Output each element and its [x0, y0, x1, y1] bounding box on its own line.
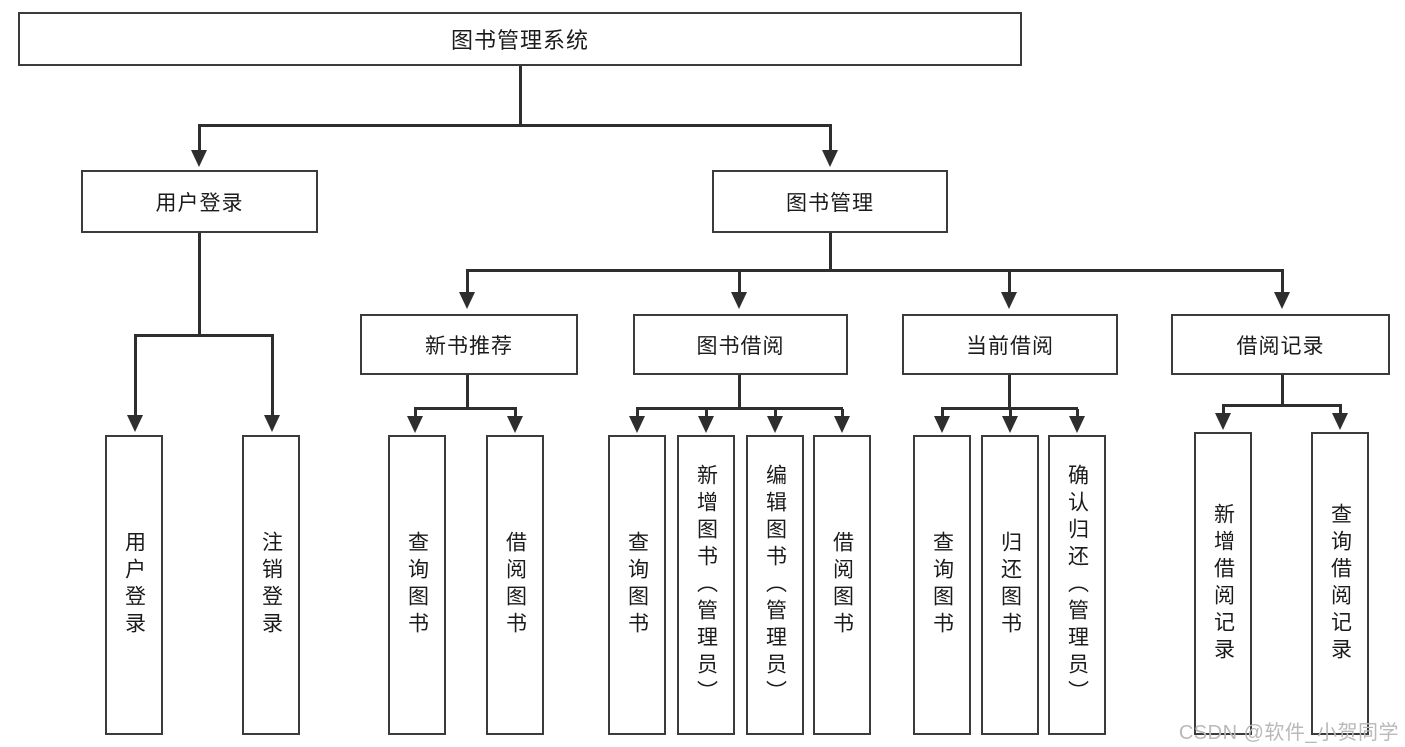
- node-label: 图书借阅: [696, 334, 785, 358]
- node-label: 查询图书: [930, 531, 954, 639]
- node-label: 查询图书: [405, 531, 429, 639]
- leaf-nbr-query-book[interactable]: 查询图书: [388, 435, 446, 735]
- arrow-bb-leaf-2: [698, 416, 714, 433]
- connector-br-stem: [1281, 375, 1284, 407]
- node-label: 用户登录: [155, 191, 244, 215]
- connector-user-login-drop-1: [134, 336, 137, 418]
- leaf-bb-query-book[interactable]: 查询图书: [608, 435, 666, 735]
- node-book-borrow[interactable]: 图书借阅: [633, 314, 848, 375]
- arrow-nbr-leaf-2: [507, 416, 523, 433]
- arrow-root-to-user-login: [191, 150, 207, 167]
- arrow-bb-leaf-3: [767, 416, 783, 433]
- leaf-cb-query-book[interactable]: 查询图书: [913, 435, 971, 735]
- node-new-book-recommend[interactable]: 新书推荐: [360, 314, 578, 375]
- connector-user-login-bar: [134, 334, 274, 337]
- arrow-bb-leaf-4: [834, 416, 850, 433]
- node-label: 借阅图书: [503, 531, 527, 639]
- node-label: 编辑图书（管理员）: [763, 463, 787, 707]
- connector-nbr-drop-2: [514, 409, 517, 419]
- arrow-br-leaf-2: [1332, 413, 1348, 430]
- node-label: 归还图书: [998, 531, 1022, 639]
- arrow-bm-to-new-book-recommend: [459, 292, 475, 309]
- leaf-user-login-login[interactable]: 用户登录: [105, 435, 163, 735]
- connector-cb-drop-3: [1076, 409, 1079, 419]
- arrow-cb-leaf-1: [934, 416, 950, 433]
- node-label: 查询图书: [625, 531, 649, 639]
- connector-bb-drop-1: [636, 409, 639, 419]
- node-label: 新增借阅记录: [1211, 502, 1235, 665]
- arrow-bm-to-book-borrow: [731, 292, 747, 309]
- arrow-user-login-leaf-2: [264, 415, 280, 432]
- arrow-nbr-leaf-1: [407, 416, 423, 433]
- arrow-cb-leaf-2: [1002, 416, 1018, 433]
- leaf-cb-confirm-return-admin[interactable]: 确认归还（管理员）: [1048, 435, 1106, 735]
- arrow-bb-leaf-1: [629, 416, 645, 433]
- connector-nbr-drop-1: [414, 409, 417, 419]
- node-label: 当前借阅: [966, 334, 1054, 358]
- arrow-bm-to-current-borrow: [1001, 292, 1017, 309]
- node-label: 图书管理系统: [450, 28, 589, 53]
- node-user-login[interactable]: 用户登录: [81, 170, 318, 233]
- leaf-br-add-record[interactable]: 新增借阅记录: [1194, 432, 1252, 735]
- node-label: 借阅图书: [830, 531, 854, 639]
- connector-bb-drop-4: [841, 409, 844, 419]
- connector-book-management-bar: [466, 269, 1284, 272]
- node-label: 新书推荐: [425, 334, 513, 358]
- connector-book-management-stem: [829, 233, 832, 272]
- connector-cb-bar: [941, 407, 1078, 410]
- arrow-br-leaf-1: [1215, 413, 1231, 430]
- connector-nbr-stem: [466, 375, 469, 410]
- node-current-borrow[interactable]: 当前借阅: [902, 314, 1118, 375]
- leaf-br-query-record[interactable]: 查询借阅记录: [1311, 432, 1369, 735]
- node-label: 借阅记录: [1236, 334, 1325, 358]
- connector-user-login-stem: [198, 233, 201, 337]
- connector-br-drop-2: [1339, 406, 1342, 416]
- node-label: 确认归还（管理员）: [1065, 463, 1089, 707]
- node-label: 用户登录: [122, 531, 146, 639]
- connector-bb-stem: [738, 375, 741, 410]
- node-label: 图书管理: [786, 191, 874, 215]
- leaf-cb-return-book[interactable]: 归还图书: [981, 435, 1039, 735]
- arrow-bm-to-borrow-record: [1274, 292, 1290, 309]
- connector-bb-drop-3: [774, 409, 777, 419]
- leaf-nbr-borrow-book[interactable]: 借阅图书: [486, 435, 544, 735]
- connector-br-bar: [1222, 404, 1342, 407]
- connector-nbr-bar: [414, 407, 517, 410]
- connector-cb-drop-1: [941, 409, 944, 419]
- connector-bm-drop-1: [466, 271, 469, 293]
- connector-br-drop-1: [1222, 406, 1225, 416]
- leaf-bb-edit-book-admin[interactable]: 编辑图书（管理员）: [746, 435, 804, 735]
- arrow-user-login-leaf-1: [127, 415, 143, 432]
- node-book-management[interactable]: 图书管理: [712, 170, 948, 233]
- connector-cb-stem: [1008, 375, 1011, 410]
- connector-bm-drop-4: [1281, 271, 1284, 293]
- connector-bb-drop-2: [705, 409, 708, 419]
- connector-root-bar: [198, 124, 832, 127]
- connector-cb-drop-2: [1009, 409, 1012, 419]
- node-root-book-management-system[interactable]: 图书管理系统: [18, 12, 1022, 66]
- connector-root-stem: [519, 66, 522, 126]
- arrow-root-to-book-management: [822, 150, 838, 167]
- connector-root-to-book-management: [829, 126, 832, 153]
- connector-root-to-user-login: [198, 126, 201, 153]
- connector-bb-bar: [636, 407, 843, 410]
- leaf-bb-borrow-book[interactable]: 借阅图书: [813, 435, 871, 735]
- node-label: 注销登录: [259, 531, 283, 639]
- connector-user-login-drop-2: [271, 336, 274, 418]
- watermark-text: CSDN @软件_小贺同学: [1178, 722, 1399, 744]
- connector-bm-drop-3: [1008, 271, 1011, 293]
- node-label: 查询借阅记录: [1328, 502, 1352, 665]
- node-label: 新增图书（管理员）: [694, 463, 718, 707]
- leaf-user-login-logout[interactable]: 注销登录: [242, 435, 300, 735]
- leaf-bb-add-book-admin[interactable]: 新增图书（管理员）: [677, 435, 735, 735]
- connector-bm-drop-2: [738, 271, 741, 293]
- node-borrow-record[interactable]: 借阅记录: [1171, 314, 1390, 375]
- arrow-cb-leaf-3: [1069, 416, 1085, 433]
